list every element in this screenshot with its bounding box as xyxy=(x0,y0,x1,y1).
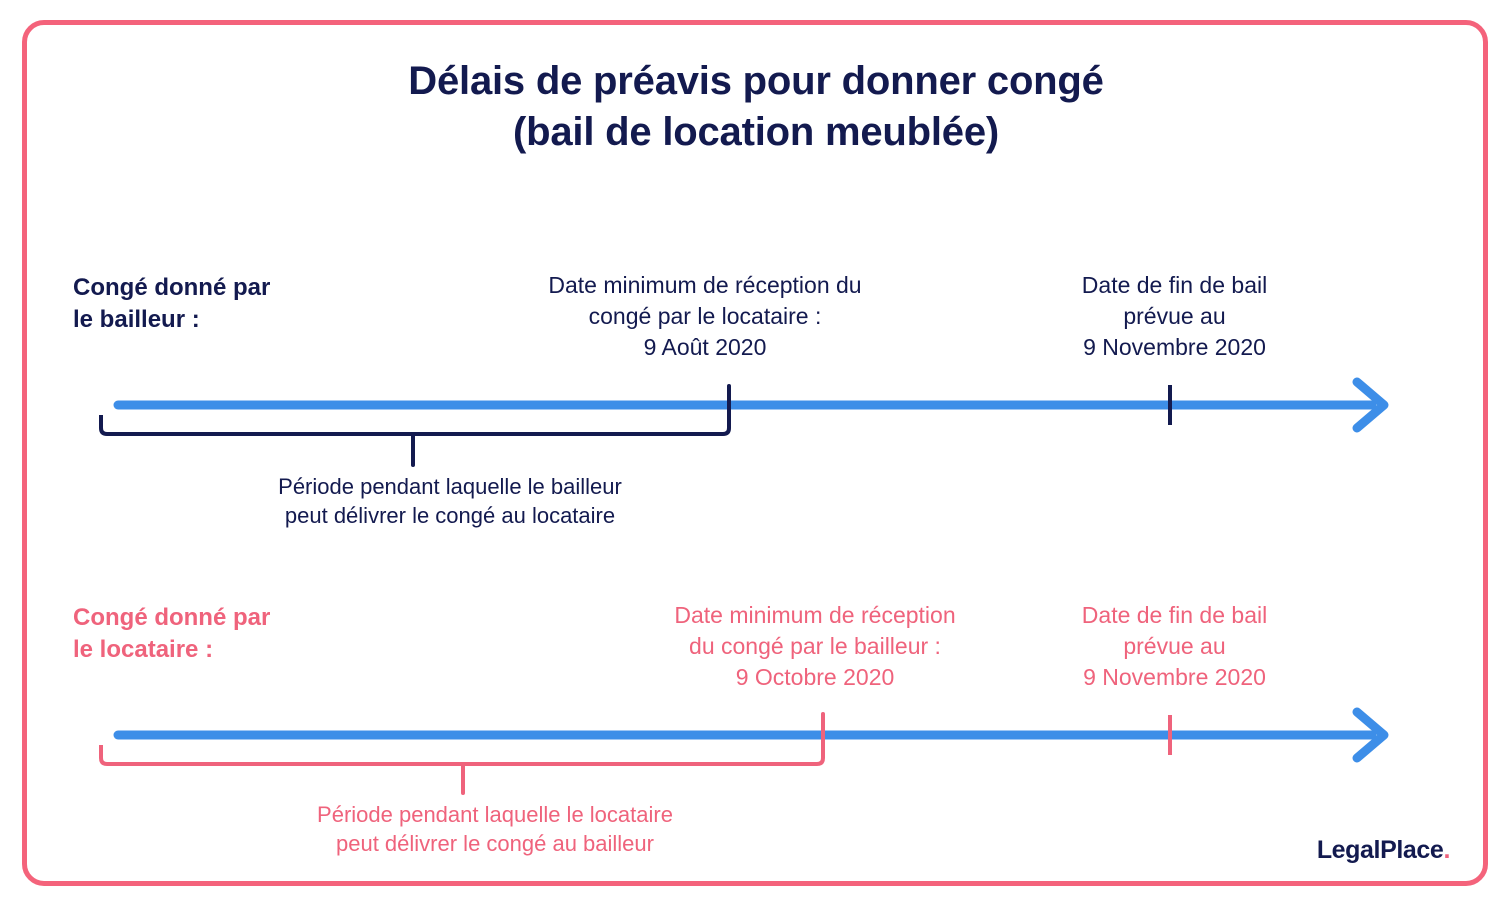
timeline-1-bracket xyxy=(99,405,731,436)
section-bailleur-milestone-end-label: Date de fin de bail prévue au 9 Novembre… xyxy=(1081,272,1268,360)
section-locataire-side-label: Congé donné par le locataire : xyxy=(73,604,271,664)
legalplace-logo-dot: . xyxy=(1443,836,1450,864)
page-title: Délais de préavis pour donner congé (bai… xyxy=(0,56,1512,158)
legalplace-logo-name: LegalPlace xyxy=(1316,836,1444,864)
section-locataire-bracket-caption: Période pendant laquelle le locataire pe… xyxy=(317,802,673,857)
page-title-line-2: (bail de location meublée) xyxy=(513,110,999,155)
page-title-line-1: Délais de préavis pour donner congé xyxy=(408,59,1104,103)
section-bailleur-milestone-mid-label: Date minimum de réception du congé par l… xyxy=(548,272,862,360)
section-locataire-milestone-end-label: Date de fin de bail prévue au 9 Novembre… xyxy=(1081,602,1268,690)
legalplace-logo: LegalPlace. xyxy=(1316,836,1451,865)
section-locataire-milestone-mid-label: Date minimum de réception du congé par l… xyxy=(674,602,956,690)
timeline-2-arrow-head xyxy=(1352,707,1389,763)
section-bailleur-bracket-caption: Période pendant laquelle le bailleur peu… xyxy=(278,474,622,529)
timeline-1-arrow-head xyxy=(1352,377,1389,433)
timeline-2-bracket xyxy=(99,735,825,766)
section-bailleur-side-label: Congé donné par le bailleur : xyxy=(73,274,271,334)
